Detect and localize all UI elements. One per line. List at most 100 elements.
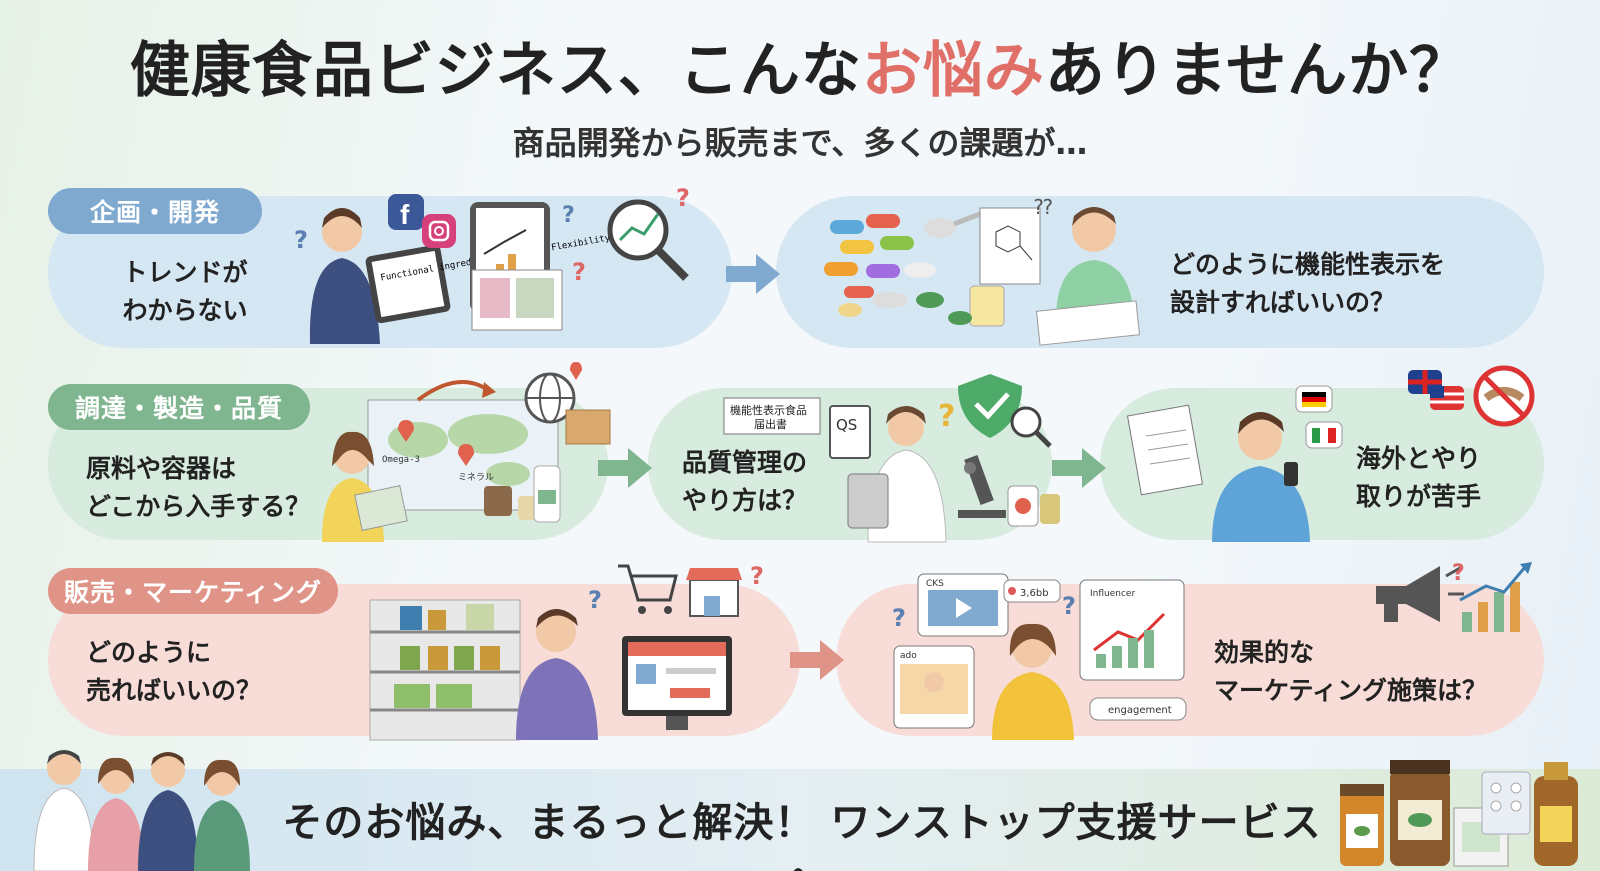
leaves: [916, 292, 972, 325]
title-pre: 健康食品ビジネス、こんな: [129, 36, 862, 106]
no-handshake-icon: [1473, 365, 1535, 427]
influencer-label: Influencer: [1090, 589, 1135, 599]
row3-left-text: どのように 売ればいいの？: [86, 634, 286, 710]
store-shelf: [369, 599, 521, 741]
instagram-icon: [422, 214, 456, 248]
question-icon: ?: [294, 226, 308, 254]
ecommerce-monitor: [622, 636, 732, 730]
map-omega-label: Omega-3: [382, 455, 420, 465]
germany-flag-icon: [1295, 385, 1333, 413]
likes-label: 3,6bb: [1020, 588, 1049, 599]
cta-text: そのお悩み、まるっと解決！ ワンストップ支援サービスへ: [282, 800, 1322, 871]
microscope-icon: [958, 455, 1006, 518]
man-at-computer: [516, 609, 598, 740]
team-member-man: [138, 752, 198, 871]
video-card: CKS: [917, 573, 1009, 637]
shield-check-icon: [958, 374, 1022, 438]
jars: [484, 465, 561, 523]
row3-category-tag: 販売・マーケティング: [48, 568, 338, 614]
page-subtitle: 商品開発から販売まで、多くの課題が…: [512, 124, 1088, 162]
woman-with-map: [322, 431, 408, 542]
row2-left-line1: 原料や容器は: [86, 454, 237, 483]
row3-left-line1: どのように: [86, 638, 212, 667]
molecule-sheet: [979, 207, 1041, 285]
magazine: [471, 269, 563, 331]
row1-category-tag: 企画・開発: [48, 188, 262, 234]
qs-label: QS: [836, 416, 857, 434]
row2-middle-line2: やり方は？: [682, 486, 808, 515]
product-jar-1: [1340, 784, 1384, 866]
question-bubble-icon: ?: [938, 399, 955, 434]
italy-flag-icon: [1305, 421, 1343, 449]
magnifier-icon: [1010, 406, 1052, 448]
row3-marketing-illustration: CKS 3,6bb Influencer engagement ado ? ?: [892, 573, 1187, 740]
row2-right-line2: 取りが苦手: [1356, 482, 1482, 511]
row2-arrow-1: [598, 448, 652, 488]
facebook-icon: f: [388, 194, 424, 230]
row2-right-text: 海外とやり 取りが苦手: [1356, 440, 1516, 516]
engagement-label: engagement: [1108, 705, 1172, 716]
question-icon: ?: [750, 562, 764, 590]
row1-left-text: トレンドが わからない: [100, 254, 270, 330]
blister-pack: [1481, 771, 1531, 835]
team-member-woman-2: [194, 759, 250, 871]
doc-title-1: 機能性表示食品: [730, 403, 807, 417]
supplement-jars: [1007, 485, 1060, 527]
bar-chart-arrow-icon: [1459, 562, 1532, 632]
question-icon: ?: [562, 203, 575, 228]
team-member-doctor: [33, 750, 95, 871]
likes-bubble: 3,6bb: [1003, 579, 1061, 603]
thinking-person: ⁇: [1034, 195, 1141, 346]
row2-middle-line1: 品質管理の: [682, 448, 808, 477]
worried-man: [1212, 412, 1310, 542]
globe-pin-icon: [524, 362, 582, 424]
row2-middle-text: 品質管理の やり方は？: [682, 444, 832, 520]
us-flag-icon: [1430, 386, 1464, 410]
question-icon: ?: [1062, 592, 1076, 620]
question-icon: ?: [676, 184, 690, 212]
row1-left-line1: トレンドが: [122, 258, 248, 287]
row3-left-line2: 売ればいいの？: [86, 676, 262, 705]
row3-arrow: [790, 640, 844, 680]
supplement-pills: [824, 214, 936, 317]
storefront-icon: [686, 568, 742, 617]
row1-arrow: [726, 254, 780, 294]
title-highlight: お悩み: [861, 36, 1045, 106]
row1-left-line2: わからない: [122, 296, 248, 325]
magnifier-chart-icon: [607, 199, 689, 281]
shopping-cart-icon: [618, 564, 678, 614]
row1-pills-illustration: ⁇: [824, 195, 1141, 346]
row3-retail-illustration: ? ?: [369, 562, 764, 741]
row3-right-text: 効果的な マーケティング施策は？: [1214, 634, 1514, 710]
row2-overseas-illustration: [1126, 365, 1535, 542]
notice-document: 機能性表示食品 届出書: [723, 397, 821, 435]
row1-right-line1: どのように機能性表示を: [1170, 250, 1446, 279]
cta-banner: [0, 769, 1600, 871]
product-jar-2: [1390, 760, 1450, 866]
row1-right-line2: 設計すればいいの？: [1170, 288, 1396, 317]
row1-trend-illustration: Functional ingredients Consumer Flexibil…: [294, 184, 690, 344]
row2-quality-illustration: 機能性表示食品 届出書 QS ?: [723, 374, 1060, 543]
question-icon: ?: [588, 586, 602, 614]
row1-right-panel: [776, 196, 1544, 348]
megaphone-icon: [1376, 566, 1464, 622]
doc-title-2: 届出書: [754, 417, 787, 431]
row3-right-line1: 効果的な: [1214, 638, 1315, 667]
influencer-card: Influencer: [1079, 579, 1185, 681]
engagement-tag: engagement: [1089, 697, 1187, 721]
row2-left-text: 原料や容器は どこから入手する？: [86, 450, 326, 526]
thinking-woman: [992, 623, 1074, 740]
row3-right-line2: マーケティング施策は？: [1214, 676, 1488, 705]
row2-category-tag: 調達・製造・品質: [48, 384, 310, 430]
beaker: [969, 285, 1005, 327]
megaphone-chart-illustration: ?: [1376, 561, 1532, 632]
cardboard-box: [565, 409, 611, 445]
confusion-icon: ⁇: [1034, 195, 1052, 219]
drink-bottle: [1534, 762, 1578, 866]
question-icon: ?: [572, 258, 586, 286]
measuring-scoop: [924, 211, 981, 238]
question-icon: ?: [1452, 561, 1465, 586]
row2-sourcing-illustration: Omega-3 ミネラル: [322, 362, 611, 542]
scientist: [847, 406, 947, 543]
ado-card: ado: [893, 645, 975, 729]
